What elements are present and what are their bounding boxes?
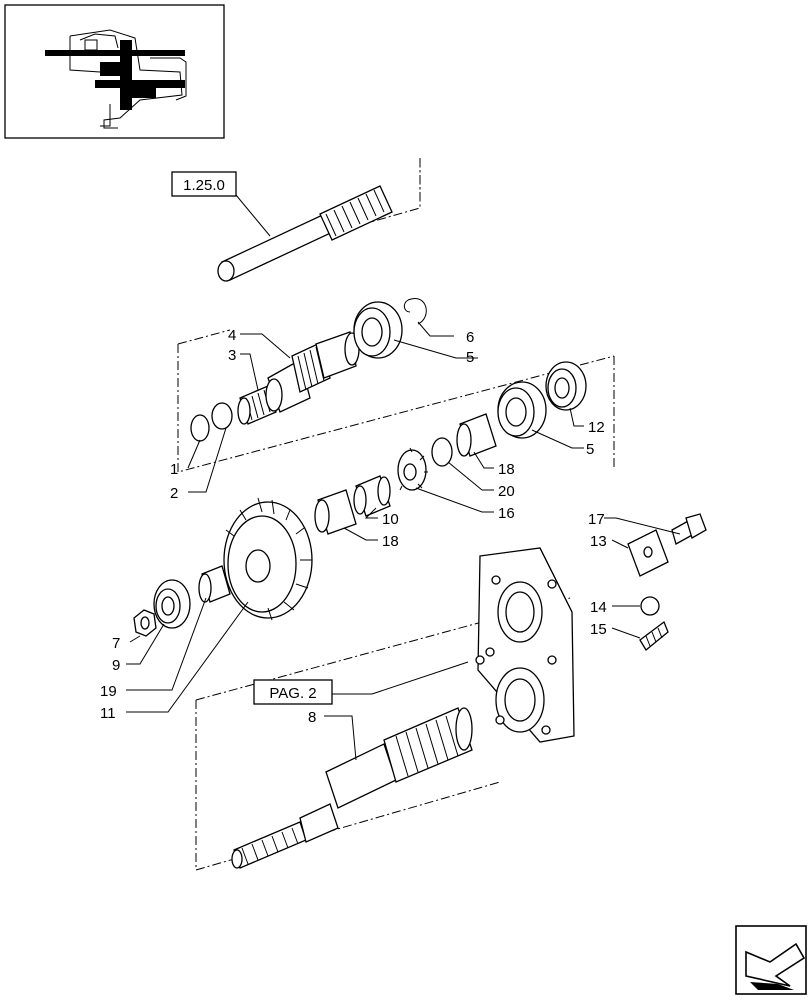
sprocket-16[interactable]: [397, 447, 428, 491]
bushing-18-upper[interactable]: [456, 413, 497, 457]
callout-14: 14: [590, 599, 607, 616]
leader-lines: [126, 194, 681, 761]
callout-7: 7: [112, 635, 120, 652]
bearing-9[interactable]: [153, 579, 191, 629]
transmission-thumbnail-icon: [45, 29, 187, 129]
bolt-17[interactable]: [671, 513, 707, 545]
callout-labels: 1 2 3 4 5 5 6 7 8 9 10 11 12 13 14 15 16…: [100, 327, 607, 726]
callout-5a: 5: [466, 349, 474, 366]
bushing-18-lower[interactable]: [314, 489, 357, 535]
bushing-19[interactable]: [198, 565, 231, 603]
bearing-5-lower[interactable]: [497, 381, 547, 439]
callout-18b: 18: [382, 533, 399, 550]
next-page-button[interactable]: [735, 925, 807, 995]
bushing-10[interactable]: [353, 475, 391, 517]
group-ref-label: 1.25.0: [183, 177, 225, 194]
plug-14[interactable]: [640, 596, 660, 616]
circlip-1[interactable]: [190, 414, 210, 442]
location-thumbnail[interactable]: [4, 4, 225, 139]
callout-15: 15: [590, 621, 607, 638]
callout-4: 4: [228, 327, 236, 344]
callout-1: 1: [170, 461, 178, 478]
callout-6: 6: [466, 329, 474, 346]
page-ref-box[interactable]: PAG. 2: [253, 679, 333, 705]
plate-13[interactable]: [627, 529, 669, 577]
gear-shaft-4[interactable]: [265, 331, 360, 413]
callout-3: 3: [228, 347, 236, 364]
callout-16: 16: [498, 505, 515, 522]
callout-9: 9: [112, 657, 120, 674]
callout-10: 10: [382, 511, 399, 528]
nut-7[interactable]: [133, 609, 157, 637]
splined-shaft-8[interactable]: [231, 707, 473, 869]
ring-2[interactable]: [211, 402, 233, 430]
gear-11[interactable]: [223, 497, 313, 621]
bearing-12[interactable]: [545, 361, 587, 411]
callout-13: 13: [590, 533, 607, 550]
housing-plate[interactable]: [475, 547, 575, 743]
callout-12: 12: [588, 419, 605, 436]
circlip-6[interactable]: [403, 297, 427, 325]
callout-2: 2: [170, 485, 178, 502]
splined-shaft-1.25.0[interactable]: [217, 185, 393, 282]
page-ref-label: PAG. 2: [269, 685, 316, 702]
callout-5b: 5: [586, 441, 594, 458]
group-ref-box[interactable]: 1.25.0: [171, 171, 237, 197]
next-page-arrow-icon: [745, 942, 806, 990]
bearing-5-upper[interactable]: [353, 301, 403, 359]
callout-11: 11: [100, 705, 116, 722]
callout-19: 19: [100, 683, 117, 700]
callout-8: 8: [308, 709, 316, 726]
spring-15[interactable]: [639, 620, 669, 651]
callout-17: 17: [588, 511, 605, 528]
washer-20[interactable]: [431, 437, 453, 467]
callout-20: 20: [498, 483, 515, 500]
callout-18a: 18: [498, 461, 515, 478]
